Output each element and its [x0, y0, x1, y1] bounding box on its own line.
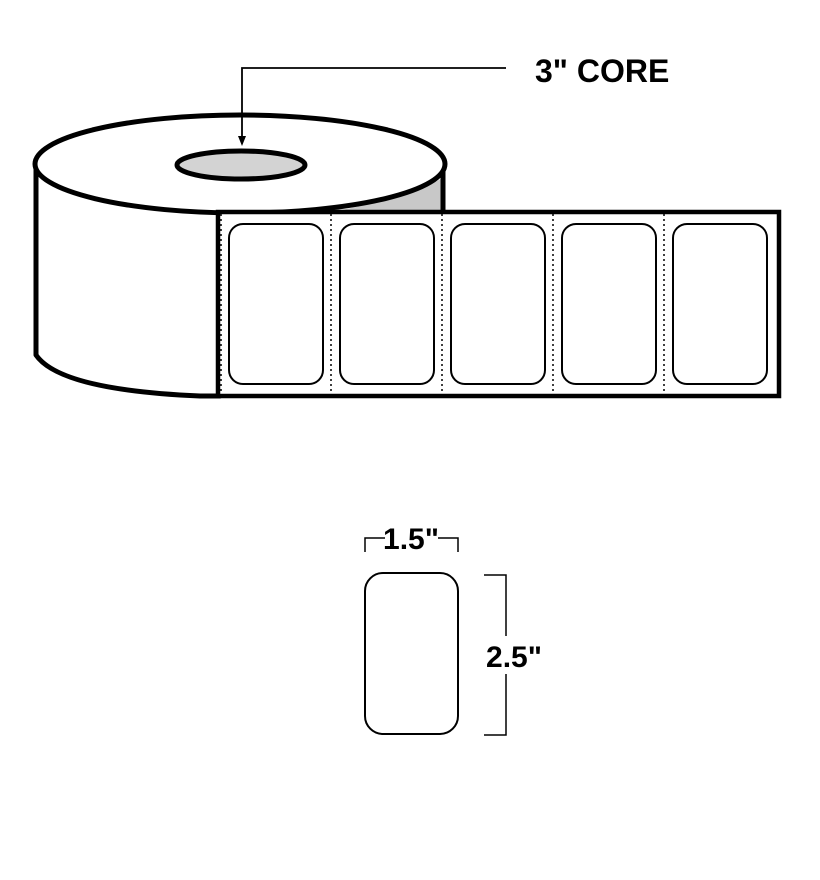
- single-label: [364, 572, 459, 735]
- strip-label: [450, 223, 546, 385]
- perforation-lines: [220, 214, 665, 394]
- strip-label: [339, 223, 435, 385]
- width-label: 1.5": [383, 523, 439, 556]
- core-hole: [174, 148, 308, 182]
- height-label: 2.5": [486, 641, 542, 674]
- strip-label: [672, 223, 768, 385]
- core-arrow-head: [238, 136, 246, 146]
- height-label-bg: [481, 636, 545, 674]
- strip-label: [228, 223, 324, 385]
- core-label: 3" CORE: [535, 53, 669, 89]
- width-dimension-bracket: [438, 537, 459, 552]
- roll-side-wall: [33, 160, 223, 399]
- strip-labels: [228, 223, 768, 385]
- core-leader-line: [241, 67, 506, 140]
- strip-label: [561, 223, 657, 385]
- width-dimension-bracket: [364, 537, 385, 552]
- roll-inner-shadow: [330, 178, 443, 212]
